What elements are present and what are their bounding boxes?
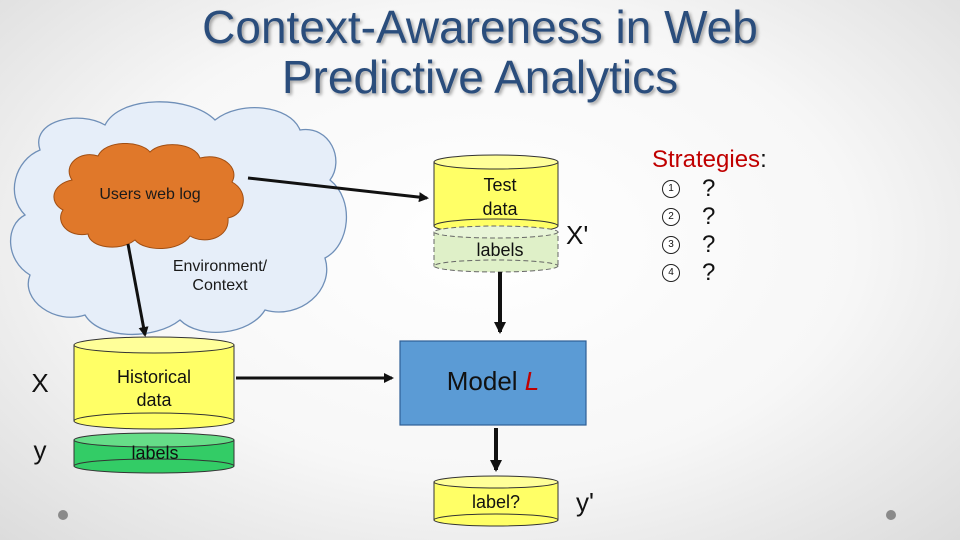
strategy-value: ? bbox=[702, 230, 716, 258]
strategies-heading-colon: : bbox=[760, 146, 767, 173]
model-label-prefix: Model bbox=[446, 366, 525, 396]
strategy-item: 1 ? bbox=[652, 175, 767, 202]
model-name: L bbox=[524, 366, 540, 396]
strategies-heading: Strategies: bbox=[652, 146, 767, 174]
label-output-text: label? bbox=[471, 492, 521, 512]
title-line-2: Predictive Analytics bbox=[281, 51, 679, 103]
historical-labels-cylinder bbox=[73, 432, 235, 474]
strategy-number-badge: 4 bbox=[662, 263, 680, 282]
arrow-weblog-to-testdata bbox=[247, 176, 429, 203]
slide-corner-dot-left bbox=[58, 510, 68, 520]
x-variable-label: X bbox=[31, 368, 49, 398]
model-box bbox=[399, 340, 587, 426]
label-output-cylinder bbox=[433, 475, 559, 527]
strategy-item: 4 ? bbox=[652, 259, 767, 286]
arrow-weblog-to-historical bbox=[126, 243, 149, 337]
strategy-item: 2 ? bbox=[652, 203, 767, 230]
strategy-value: ? bbox=[702, 174, 716, 202]
title-line-1: Context-Awareness in Web bbox=[202, 1, 758, 53]
historical-data-cylinder bbox=[73, 336, 235, 430]
environment-context-label: Environment/ Context bbox=[172, 258, 268, 294]
users-web-log-cloud bbox=[53, 142, 244, 250]
x-prime-label: X' bbox=[566, 220, 589, 250]
historical-data-label: Historical data bbox=[116, 367, 191, 410]
strategy-number-badge: 2 bbox=[662, 207, 680, 226]
strategies-heading-text: Strategies bbox=[652, 146, 761, 173]
y-variable-label: y bbox=[33, 435, 47, 465]
slide-title: Context-Awareness in Web Predictive Anal… bbox=[0, 2, 960, 102]
model-label: Model L bbox=[400, 366, 586, 397]
test-labels-label: labels bbox=[476, 240, 524, 260]
users-web-log-label: Users web log bbox=[99, 186, 201, 203]
test-labels-cylinder bbox=[433, 225, 559, 273]
strategy-item: 3 ? bbox=[652, 231, 767, 258]
strategy-number-badge: 3 bbox=[662, 235, 680, 254]
test-data-cylinder bbox=[433, 154, 559, 234]
y-prime-label: y' bbox=[576, 487, 594, 517]
strategy-number-badge: 1 bbox=[662, 179, 680, 198]
strategy-value: ? bbox=[702, 202, 716, 230]
test-data-label: Test data bbox=[482, 175, 518, 219]
strategies-panel: Strategies: 1 ? 2 ? 3 ? 4 ? bbox=[652, 146, 767, 286]
strategy-value: ? bbox=[702, 258, 716, 286]
historical-labels-label: labels bbox=[131, 443, 179, 463]
slide-corner-dot-right bbox=[886, 510, 896, 520]
